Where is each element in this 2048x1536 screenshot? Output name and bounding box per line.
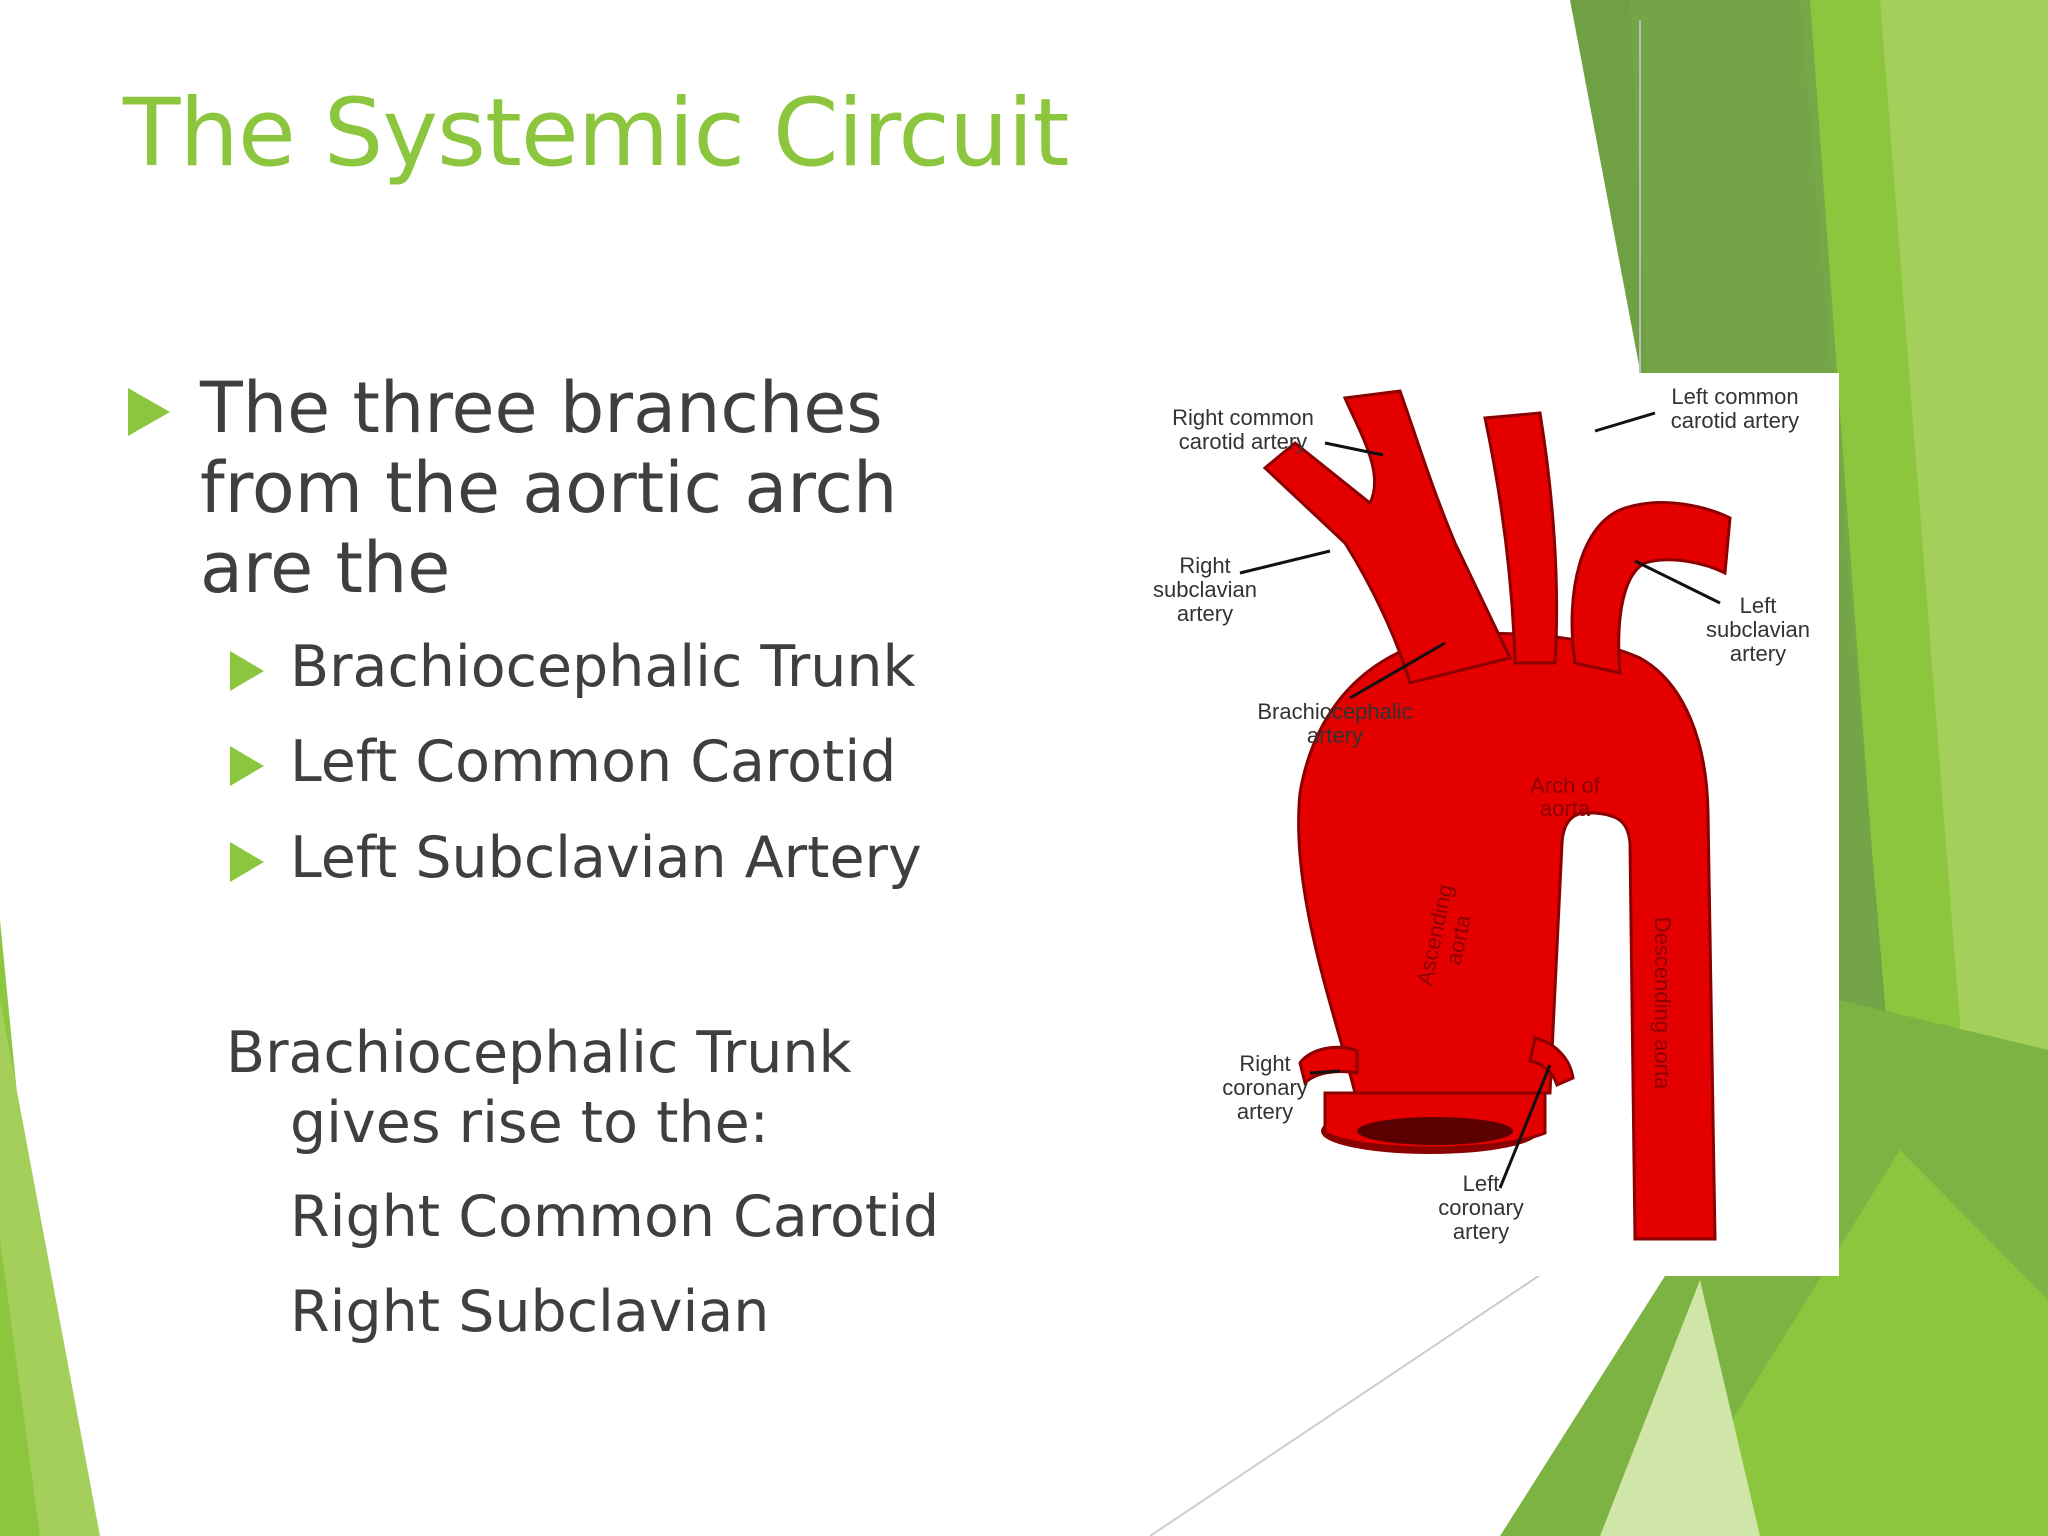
label-right-coronary: coronary xyxy=(1222,1075,1308,1100)
note-line: Right Common Carotid xyxy=(290,1184,940,1250)
label-left-coronary: Left xyxy=(1463,1171,1500,1196)
label-right-coronary: Right xyxy=(1239,1051,1290,1076)
sub-bullet-arrow-icon xyxy=(230,746,264,786)
label-right-coronary: artery xyxy=(1237,1099,1293,1124)
label-left-coronary: artery xyxy=(1453,1219,1509,1244)
label-left-common-carotid: carotid artery xyxy=(1671,408,1799,433)
main-bullet: The three branches from the aortic arch … xyxy=(200,368,897,608)
main-bullet-line: The three branches xyxy=(200,367,883,449)
sub-bullet-left-common-carotid: Left Common Carotid xyxy=(290,729,897,795)
sub-bullet-arrow-icon xyxy=(230,842,264,882)
label-left-common-carotid: Left common xyxy=(1671,384,1798,409)
note-line: gives rise to the: xyxy=(290,1090,769,1156)
bullet-arrow-icon xyxy=(128,388,170,436)
aortic-arch-diagram: Right common carotid artery Left common … xyxy=(1125,373,1839,1276)
label-arch: Arch of xyxy=(1530,773,1601,798)
slide-title: The Systemic Circuit xyxy=(123,79,1069,188)
label-brachiocephalic: Brachiocephalic xyxy=(1257,699,1412,724)
label-left-subclavian: Left xyxy=(1740,593,1777,618)
label-right-subclavian: subclavian xyxy=(1153,577,1257,602)
label-right-subclavian: artery xyxy=(1177,601,1233,626)
sub-bullet-arrow-icon xyxy=(230,651,264,691)
right-coronary-stub xyxy=(1298,1045,1359,1086)
aorta-illustration: Right common carotid artery Left common … xyxy=(1153,384,1810,1244)
left-common-carotid-branch xyxy=(1483,411,1559,665)
label-arch: aorta xyxy=(1540,796,1591,821)
label-left-subclavian: artery xyxy=(1730,641,1786,666)
label-brachiocephalic: artery xyxy=(1307,723,1363,748)
left-coronary-stub xyxy=(1528,1036,1575,1088)
sub-bullet-left-subclavian: Left Subclavian Artery xyxy=(290,825,922,891)
sub-bullet-brachiocephalic: Brachiocephalic Trunk xyxy=(290,634,916,700)
leader-lines xyxy=(1239,411,1721,1189)
label-right-common-carotid: carotid artery xyxy=(1179,429,1307,454)
main-bullet-line: from the aortic arch xyxy=(200,447,898,529)
left-subclavian-branch xyxy=(1570,501,1732,675)
label-right-subclavian: Right xyxy=(1179,553,1230,578)
label-left-coronary: coronary xyxy=(1438,1195,1524,1220)
label-descending: Descending aorta xyxy=(1650,917,1675,1090)
main-bullet-line: are the xyxy=(200,527,451,609)
label-right-common-carotid: Right common xyxy=(1172,405,1314,430)
note-line: Right Subclavian xyxy=(290,1279,770,1345)
label-left-subclavian: subclavian xyxy=(1706,617,1810,642)
note-line: Brachiocephalic Trunk xyxy=(226,1020,852,1086)
